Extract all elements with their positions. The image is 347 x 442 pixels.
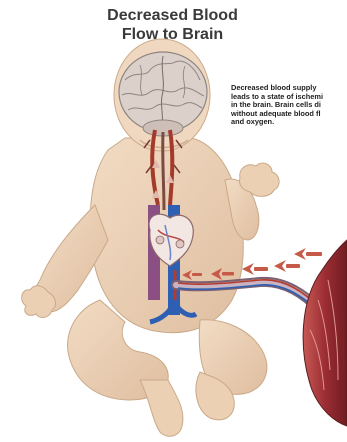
placenta xyxy=(303,240,347,426)
flow-arrow xyxy=(294,248,322,260)
diagram-caption: Decreased blood supply leads to a state … xyxy=(231,84,347,127)
flow-arrow xyxy=(274,260,300,272)
caption-line-5: and oxygen. xyxy=(231,118,347,127)
left-foot xyxy=(140,380,183,436)
flow-arrow xyxy=(242,263,268,275)
